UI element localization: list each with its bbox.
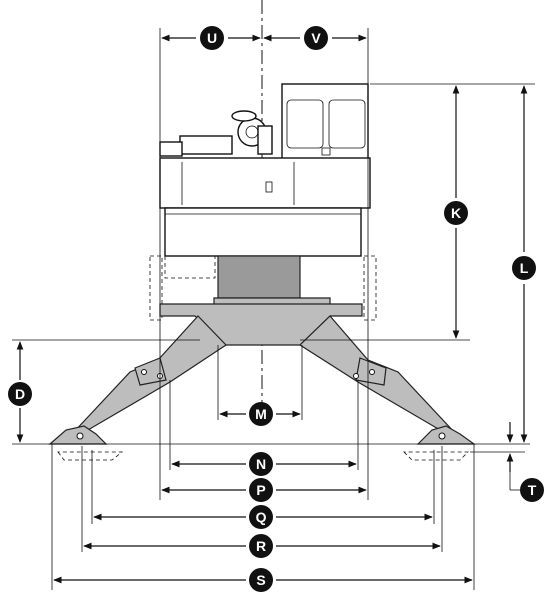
label-q: Q bbox=[256, 509, 267, 525]
lower-frame bbox=[164, 207, 362, 257]
label-m: M bbox=[255, 406, 267, 422]
label-u: U bbox=[207, 30, 217, 46]
hidden-left-bracket bbox=[149, 255, 163, 321]
badge-p: P bbox=[249, 478, 273, 502]
badge-n: N bbox=[249, 452, 273, 476]
extension-lines bbox=[12, 28, 535, 590]
badge-v: V bbox=[304, 26, 328, 50]
label-l: L bbox=[520, 260, 529, 276]
label-k: K bbox=[451, 205, 461, 221]
foot-right bbox=[416, 425, 476, 445]
turntable bbox=[217, 255, 301, 299]
label-t: T bbox=[528, 482, 537, 498]
pump-cap bbox=[231, 110, 257, 122]
cab-window-right bbox=[328, 99, 366, 149]
badge-q: Q bbox=[249, 505, 273, 529]
badge-u: U bbox=[200, 26, 224, 50]
dimension-lines bbox=[16, 34, 528, 584]
label-v: V bbox=[311, 30, 321, 46]
hidden-left-box bbox=[164, 255, 216, 279]
deck-housing bbox=[159, 157, 371, 209]
badge-k: K bbox=[444, 201, 468, 225]
cab-window-left bbox=[286, 99, 324, 149]
pump-outlet bbox=[257, 125, 273, 155]
leg-left-pin bbox=[141, 369, 147, 375]
badge-m: M bbox=[249, 402, 273, 426]
label-s: S bbox=[256, 572, 265, 588]
label-r: R bbox=[256, 538, 266, 554]
badge-s: S bbox=[249, 568, 273, 592]
cab-latch bbox=[321, 147, 331, 156]
machine-body bbox=[48, 83, 476, 461]
label-n: N bbox=[256, 456, 266, 472]
label-d: D bbox=[15, 386, 25, 402]
badge-t: T bbox=[520, 478, 544, 502]
label-p: P bbox=[256, 482, 265, 498]
hidden-right-bracket bbox=[363, 255, 377, 321]
engine-front bbox=[159, 141, 183, 157]
leg-left-joint bbox=[134, 357, 167, 386]
foot-right-lowered bbox=[403, 451, 469, 461]
foot-right-pin bbox=[438, 432, 446, 440]
foot-left-pin bbox=[76, 432, 84, 440]
engine-block bbox=[179, 135, 233, 155]
badge-l: L bbox=[512, 256, 536, 280]
leg-right-pin-2 bbox=[353, 373, 359, 379]
badge-d: D bbox=[8, 382, 32, 406]
badge-r: R bbox=[249, 534, 273, 558]
m-extension-lines bbox=[217, 345, 303, 420]
foot-left-lowered bbox=[57, 451, 124, 461]
leg-right-pin bbox=[369, 369, 375, 375]
deck-handle bbox=[265, 181, 273, 193]
cab-housing bbox=[281, 83, 369, 161]
